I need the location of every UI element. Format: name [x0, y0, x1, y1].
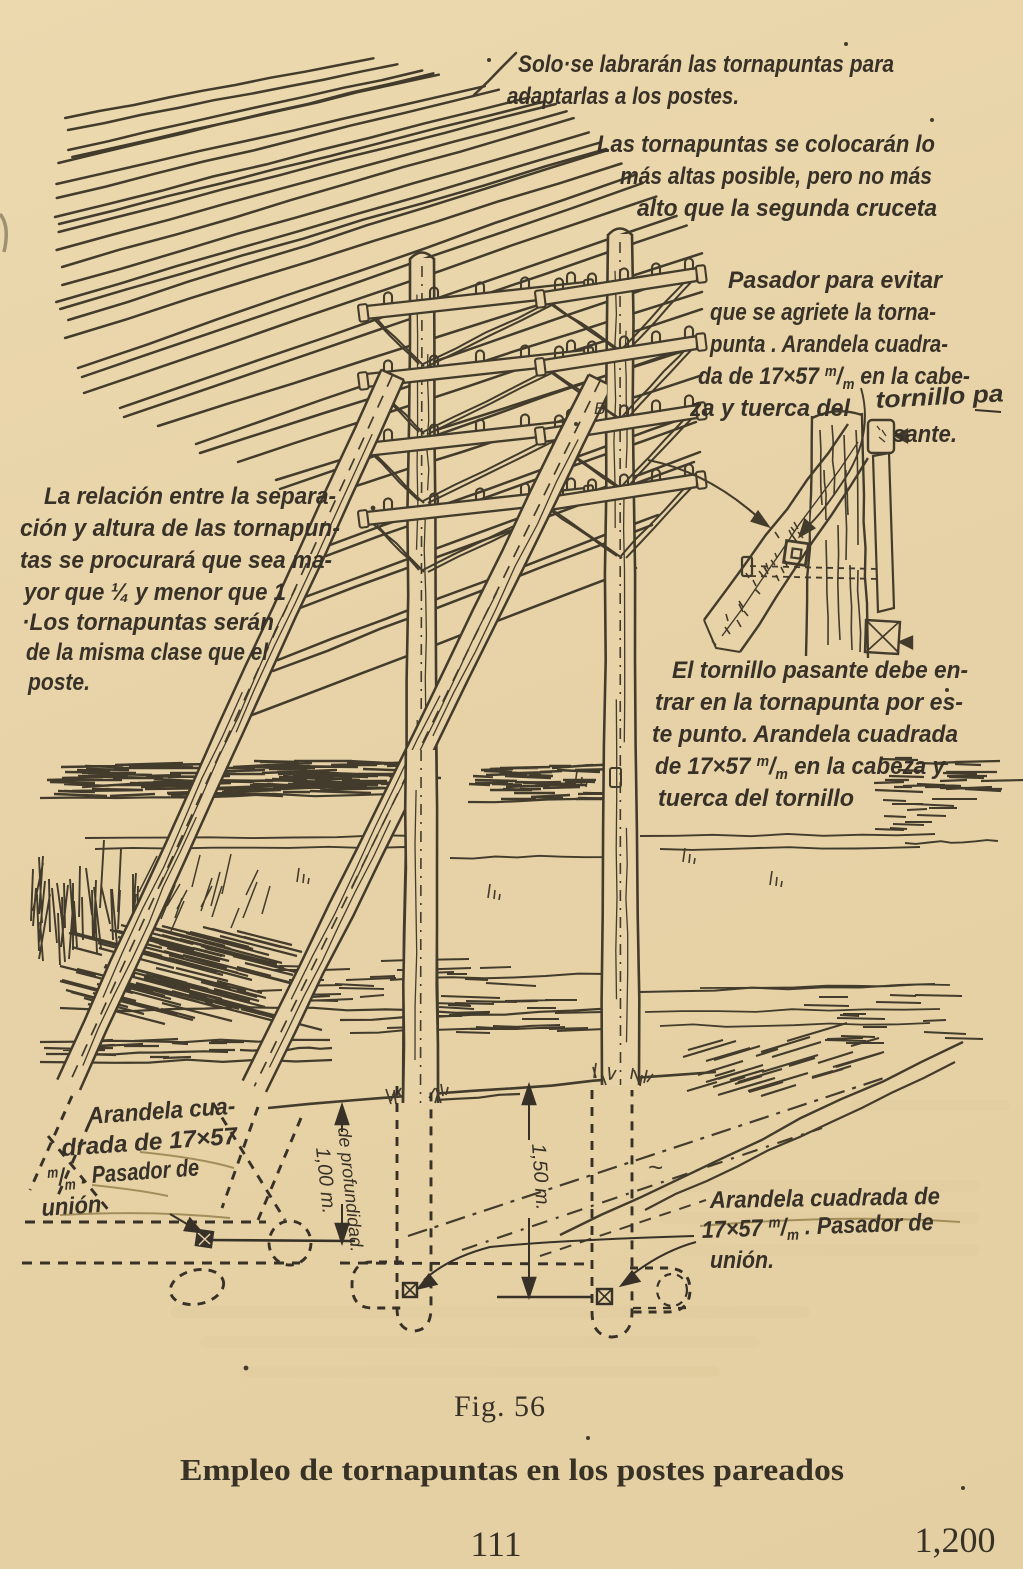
svg-text:tas se procurará que sea ma-: tas se procurará que sea ma- [20, 547, 332, 574]
svg-text:más altas posible, pero no más: más altas posible, pero no más [620, 163, 932, 190]
svg-text:El tornillo pasante debe en-: El tornillo pasante debe en- [672, 657, 968, 684]
svg-text:trar en la tornapunta por es-: trar en la tornapunta por es- [655, 689, 963, 716]
svg-text:Las tornapuntas se colocarán l: Las tornapuntas se colocarán lo [597, 131, 935, 158]
svg-text:1,200: 1,200 [915, 1520, 996, 1560]
svg-text:111: 111 [470, 1524, 521, 1564]
svg-text:tuerca del tornillo: tuerca del tornillo [658, 785, 854, 812]
svg-text:alto que la segunda cruceta: alto que la segunda cruceta [637, 195, 937, 222]
svg-text:·Los tornapuntas serán: ·Los tornapuntas serán [22, 609, 274, 636]
svg-text:Solo·se labrarán las tornapunt: Solo·se labrarán las tornapuntas para [518, 51, 894, 78]
svg-text:yor que ¼ y menor que 1: yor que ¼ y menor que 1 [23, 579, 286, 606]
svg-text:de 17×57 m/m en la cabeza y: de 17×57 m/m en la cabeza y [655, 753, 947, 783]
svg-text:poste.: poste. [27, 669, 90, 696]
svg-text:punta . Arandela cuadra-: punta . Arandela cuadra- [709, 331, 948, 358]
svg-text:unión: unión [41, 1191, 103, 1222]
svg-text:de la misma clase que el: de la misma clase que el [26, 639, 269, 666]
svg-text:te punto. Arandela cuadrada: te punto. Arandela cuadrada [652, 721, 958, 748]
svg-text:La relación entre la separa-: La relación entre la separa- [44, 483, 336, 510]
svg-text:B: B [594, 399, 605, 418]
svg-text:za y tuerca del: za y tuerca del [689, 395, 851, 422]
svg-text:unión.: unión. [710, 1247, 774, 1274]
svg-text:tornillo pa: tornillo pa [875, 380, 1004, 414]
svg-text:Empleo de tornapuntas en los p: Empleo de tornapuntas en los postes pare… [180, 1452, 844, 1487]
svg-text:sante.: sante. [893, 421, 957, 448]
svg-text:~: ~ [648, 1152, 663, 1182]
svg-text:Arandela cuadrada de: Arandela cuadrada de [709, 1183, 940, 1214]
svg-text:Fig. 56: Fig. 56 [454, 1390, 546, 1423]
svg-text:adaptarlas a los postes.: adaptarlas a los postes. [507, 83, 739, 110]
svg-text:1,50 m.: 1,50 m. [527, 1143, 554, 1211]
svg-text:que se agriete la torna-: que se agriete la torna- [710, 299, 936, 326]
svg-text:1,00 m.: 1,00 m. [311, 1146, 340, 1215]
svg-text:ción y altura de las tornapun: ción y altura de las tornapun- [20, 515, 340, 542]
svg-text:Pasador para evitar: Pasador para evitar [728, 267, 944, 294]
